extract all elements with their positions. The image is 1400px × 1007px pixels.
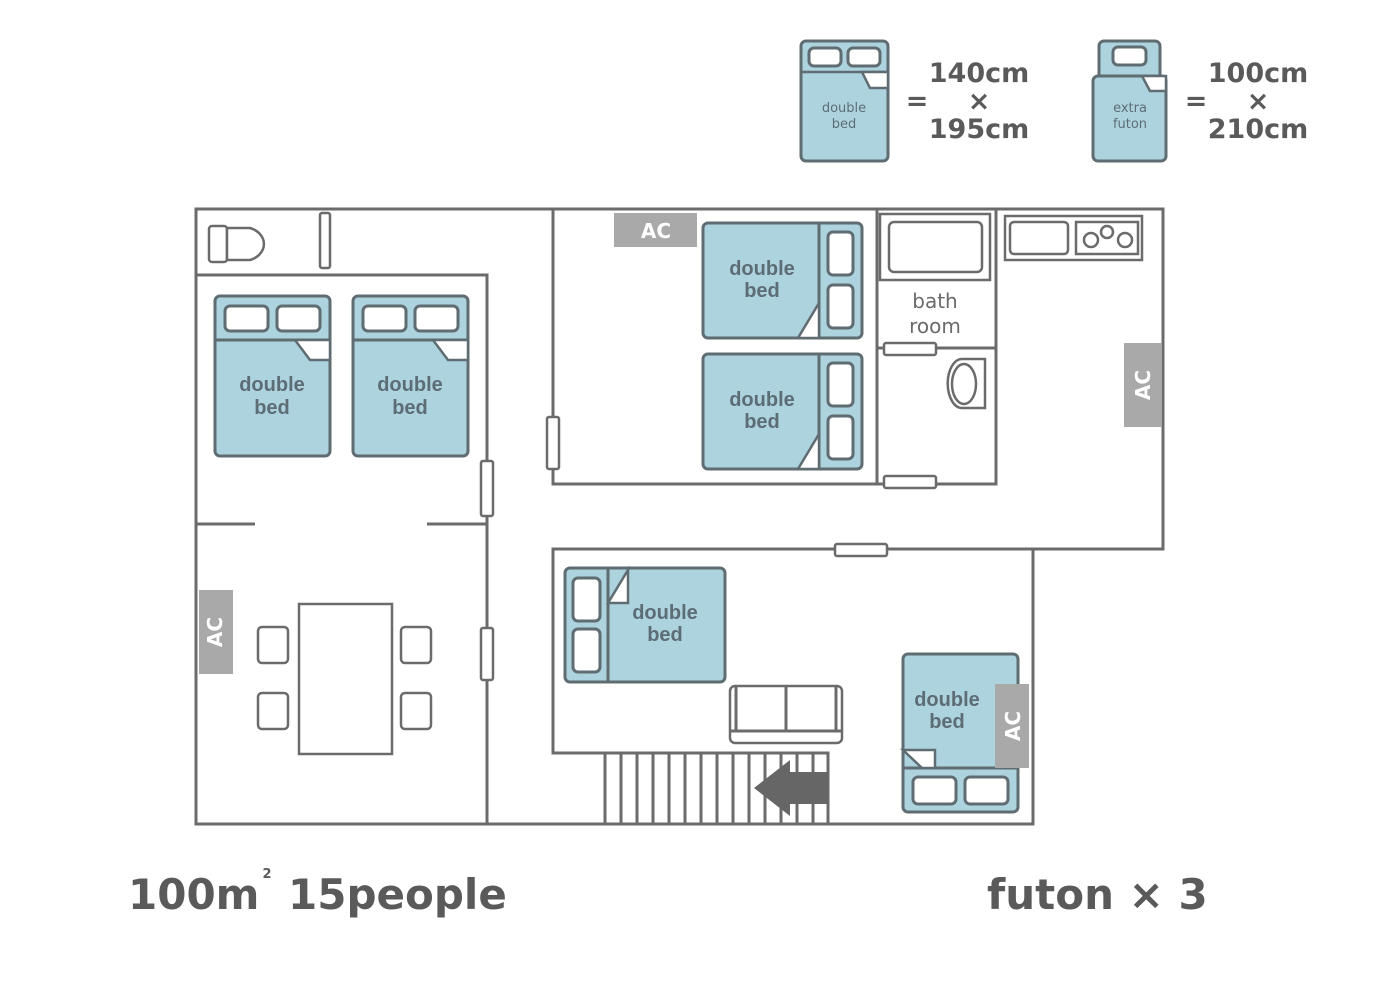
double-bed-6: double bed bbox=[899, 652, 1020, 814]
label: double bbox=[632, 602, 698, 624]
legend-bed-label: double bbox=[822, 101, 866, 116]
label: AC bbox=[1131, 370, 1155, 400]
label: double bbox=[729, 389, 795, 411]
ac-unit-bottom: AC bbox=[995, 684, 1029, 768]
legend-futon-label: extra bbox=[1113, 101, 1147, 116]
ac-unit-left: AC bbox=[199, 590, 233, 674]
area-text: 100m bbox=[128, 870, 259, 919]
times-sign: × bbox=[968, 86, 991, 117]
bathroom-label: room bbox=[909, 314, 961, 338]
label: bed bbox=[744, 411, 780, 433]
bed-length: 195cm bbox=[929, 114, 1030, 145]
legend-extra-futon: extra futon = 100cm × 210cm bbox=[1091, 39, 1309, 163]
equals-sign: = bbox=[906, 86, 929, 117]
kitchen-counter bbox=[1003, 214, 1144, 262]
double-bed-4: double bed bbox=[701, 352, 864, 471]
label: bed bbox=[392, 397, 428, 419]
dining-table bbox=[256, 602, 433, 756]
chair bbox=[256, 625, 290, 665]
door bbox=[545, 415, 561, 471]
equals-sign: = bbox=[1185, 86, 1208, 117]
bathtub-icon bbox=[878, 212, 992, 282]
sofa-icon bbox=[728, 684, 844, 745]
label: bed bbox=[929, 711, 965, 733]
chair bbox=[399, 691, 433, 731]
stairs-down-arrow-icon bbox=[754, 760, 828, 816]
futon-icon bbox=[1091, 74, 1168, 163]
door bbox=[479, 459, 495, 518]
ac-unit-top: AC bbox=[614, 213, 697, 247]
futon-length: 210cm bbox=[1208, 114, 1309, 145]
double-bed-5: double bed bbox=[563, 565, 727, 684]
label: bed bbox=[744, 280, 780, 302]
futon-width: 100cm bbox=[1208, 58, 1309, 89]
door bbox=[833, 542, 889, 558]
legend-double-bed: double bed = 140cm × 195cm bbox=[799, 39, 1030, 163]
washbasin-icon bbox=[946, 357, 987, 410]
label: double bbox=[377, 374, 443, 396]
label: double bbox=[914, 689, 980, 711]
sink-icon bbox=[1008, 220, 1070, 256]
label: bed bbox=[647, 624, 683, 646]
times-sign: × bbox=[1247, 86, 1270, 117]
bed-width: 140cm bbox=[929, 58, 1030, 89]
bathroom-label: bath bbox=[912, 289, 957, 313]
legend-futon-label: futon bbox=[1113, 117, 1147, 132]
door bbox=[318, 211, 332, 270]
toilet-icon bbox=[207, 224, 266, 264]
label: bed bbox=[254, 397, 290, 419]
legend-bed-label: bed bbox=[832, 117, 857, 132]
label: AC bbox=[203, 617, 227, 647]
label: double bbox=[729, 258, 795, 280]
area-superscript: 2 bbox=[262, 867, 271, 882]
double-bed-1: double bed bbox=[213, 294, 332, 458]
stairs bbox=[603, 753, 828, 824]
label: AC bbox=[641, 219, 671, 243]
door bbox=[882, 474, 938, 490]
door bbox=[882, 341, 938, 357]
door bbox=[479, 626, 495, 682]
label: AC bbox=[1001, 711, 1025, 741]
label: double bbox=[239, 374, 305, 396]
double-bed-2: double bed bbox=[351, 294, 470, 458]
chair bbox=[256, 691, 290, 731]
futon-count-text: futon × 3 bbox=[987, 870, 1208, 919]
doors bbox=[318, 211, 938, 682]
ac-unit-right: AC bbox=[1124, 343, 1162, 427]
chair bbox=[399, 625, 433, 665]
double-bed-3: double bed bbox=[701, 221, 864, 340]
capacity-text: 15people bbox=[288, 870, 507, 919]
